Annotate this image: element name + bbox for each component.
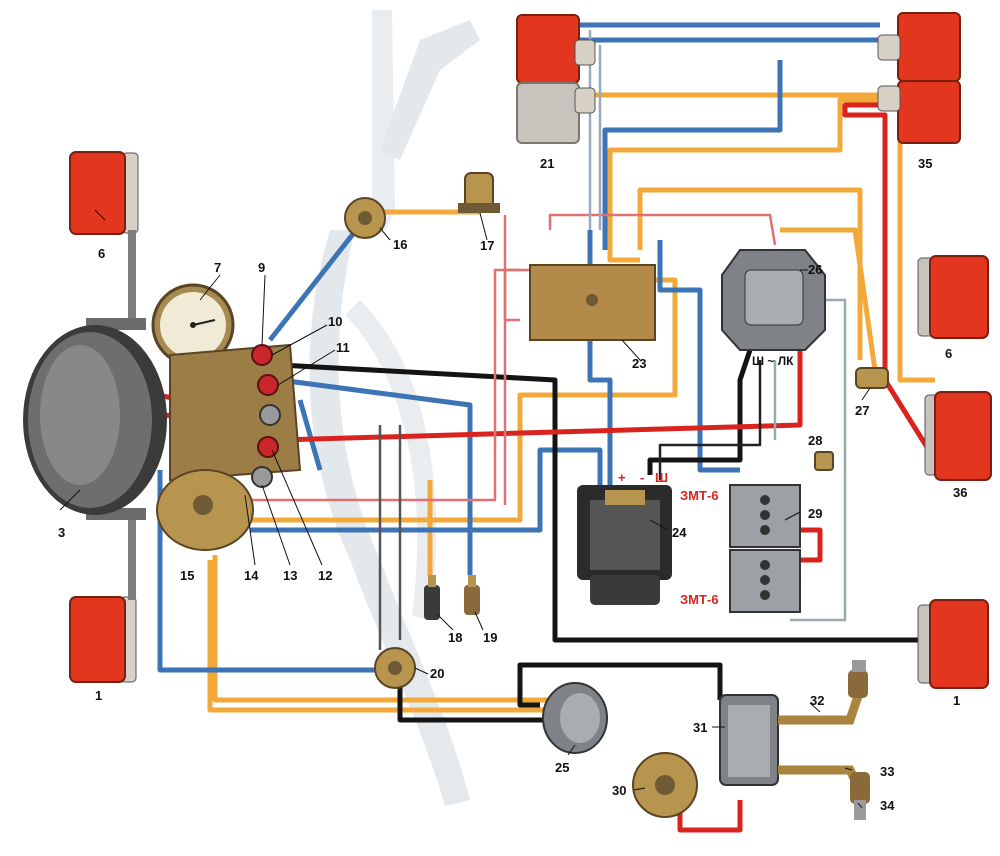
turn-lamp-1-front (69, 510, 137, 683)
label-34: 34 (880, 798, 895, 813)
ht-leads (778, 660, 870, 820)
regulator-26 (721, 249, 826, 351)
label-26: 26 (808, 262, 822, 277)
terminal-markings: Ш ~ ЛК + - Ш ЗМТ-6 ЗМТ-6 (618, 354, 794, 607)
turn-lamp-6-front (69, 151, 139, 330)
label-21: 21 (540, 156, 554, 171)
battery-29 (729, 484, 801, 613)
dash-panel (169, 343, 302, 488)
sensor-19 (464, 575, 480, 615)
horn-25 (542, 682, 608, 754)
label-28: 28 (808, 433, 822, 448)
label-14: 14 (244, 568, 259, 583)
label-7: 7 (214, 260, 221, 275)
generator-sh-mark: Ш (655, 470, 668, 485)
battery-top-mark: ЗМТ-6 (680, 488, 718, 503)
switch-20 (374, 647, 416, 689)
label-35: 35 (918, 156, 932, 171)
label-27: 27 (855, 403, 869, 418)
label-10: 10 (328, 314, 342, 329)
brake-switch-17 (458, 172, 500, 213)
tail-lamp-35 (877, 12, 961, 144)
label-36: 36 (953, 485, 967, 500)
label-1-left: 1 (95, 688, 102, 703)
label-16: 16 (393, 237, 407, 252)
label-33: 33 (880, 764, 894, 779)
label-32: 32 (810, 693, 824, 708)
turn-lamp-6-rear (917, 255, 989, 339)
label-18: 18 (448, 630, 462, 645)
label-15: 15 (180, 568, 194, 583)
label-9: 9 (258, 260, 265, 275)
label-19: 19 (483, 630, 497, 645)
generator-minus-mark: - (640, 470, 644, 485)
turn-lamp-1-rear (917, 599, 989, 689)
speedometer-7 (151, 283, 235, 367)
breaker-30 (632, 752, 698, 818)
label-3: 3 (58, 525, 65, 540)
generator-plus-mark: + (618, 470, 626, 485)
label-23: 23 (632, 356, 646, 371)
relay-box-23 (529, 264, 656, 341)
generator-24 (577, 485, 672, 605)
fuse-28 (814, 451, 834, 471)
ignition-switch-15 (156, 469, 254, 551)
callout-labels: 1 1 3 6 6 7 9 10 11 12 13 14 15 16 17 18… (58, 156, 967, 813)
tail-lamp-21 (516, 14, 596, 144)
sensor-18 (424, 575, 440, 620)
battery-bottom-mark: ЗМТ-6 (680, 592, 718, 607)
switch-16 (344, 197, 386, 239)
label-6-left: 6 (98, 246, 105, 261)
label-1-right: 1 (953, 693, 960, 708)
wires (134, 22, 938, 833)
leader-lines (59, 209, 871, 809)
label-20: 20 (430, 666, 444, 681)
headlight-3 (23, 318, 167, 520)
label-31: 31 (693, 720, 707, 735)
label-6-right: 6 (945, 346, 952, 361)
label-13: 13 (283, 568, 297, 583)
label-30: 30 (612, 783, 626, 798)
label-12: 12 (318, 568, 332, 583)
regulator-terminals: Ш ~ ЛК (752, 354, 794, 368)
label-29: 29 (808, 506, 822, 521)
turn-lamp-36 (924, 391, 992, 481)
ignition-coil-31 (719, 694, 779, 786)
label-11: 11 (336, 340, 350, 355)
label-24: 24 (672, 525, 687, 540)
connector-27 (855, 367, 889, 389)
label-25: 25 (555, 760, 569, 775)
label-17: 17 (480, 238, 494, 253)
